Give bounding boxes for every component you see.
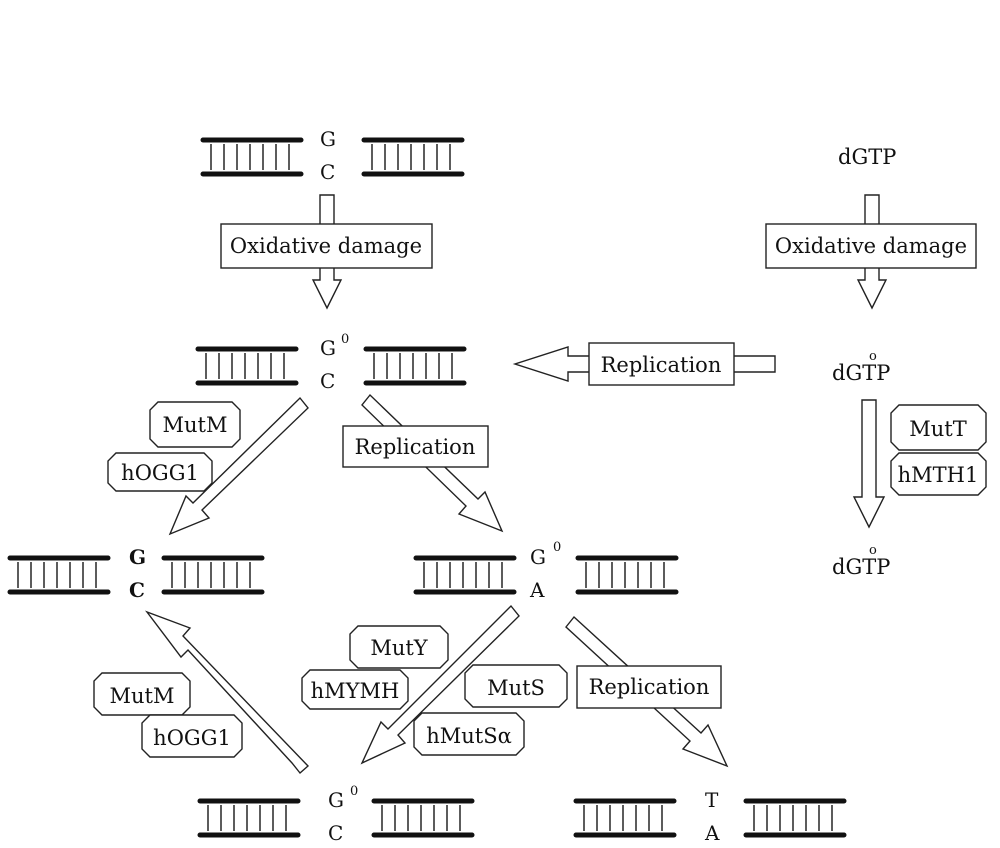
enzyme-mutm-upper: MutM xyxy=(149,401,241,448)
enzyme-muts: MutS xyxy=(464,664,568,708)
enzyme-label: MutM xyxy=(110,684,175,708)
dna-left-segment xyxy=(203,140,301,174)
replication-box-middle: Replication xyxy=(342,425,489,468)
oxidative-damage-box-right: Oxidative damage xyxy=(765,223,977,269)
enzyme-label: MutT xyxy=(909,417,966,441)
enzyme-hmymh: hMYMH xyxy=(301,669,409,710)
arrow-down-dgtp xyxy=(852,399,886,529)
dna-duplex-repaired: G C xyxy=(10,545,262,602)
dna-duplex-oxidized: G 0 C xyxy=(198,332,464,393)
dna-left-segment xyxy=(10,558,108,592)
enzyme-mutt: MutT xyxy=(890,404,987,451)
dna-left-segment xyxy=(576,801,674,835)
base-lower: C xyxy=(328,821,343,845)
replication-label: Replication xyxy=(589,675,710,699)
dgtp-oxidation-mark-2: o xyxy=(869,543,877,558)
dna-duplex-corrected: G 0 C xyxy=(200,784,472,845)
oxidative-damage-label: Oxidative damage xyxy=(775,234,967,258)
dna-left-segment xyxy=(416,558,514,592)
enzyme-label: hMutSα xyxy=(426,724,512,748)
base-lower: A xyxy=(529,578,545,602)
base-lower: C xyxy=(320,160,335,184)
enzyme-label: hMYMH xyxy=(311,679,400,703)
dna-right-segment xyxy=(364,140,462,174)
oxidation-mark: 0 xyxy=(350,784,358,799)
oxidative-damage-box-left: Oxidative damage xyxy=(220,223,433,269)
base-upper: G xyxy=(129,545,146,569)
enzyme-hmutsa: hMutSα xyxy=(413,712,525,756)
oxidation-mark: 0 xyxy=(341,332,349,347)
base-lower: C xyxy=(129,578,145,602)
replication-box-bottom: Replication xyxy=(576,665,722,709)
enzyme-hmth1: hMTH1 xyxy=(890,452,987,496)
base-lower: C xyxy=(320,369,335,393)
base-lower: A xyxy=(704,821,720,845)
dgtp-oxidized-label: dGTP xyxy=(832,361,890,385)
dna-duplex-mispair: G 0 A xyxy=(416,540,676,602)
oxidation-mark: 0 xyxy=(553,540,561,555)
dna-right-segment xyxy=(164,558,262,592)
replication-box-top: Replication xyxy=(588,342,735,386)
base-upper: G xyxy=(530,545,546,569)
base-upper: G xyxy=(320,336,336,360)
base-upper: T xyxy=(705,788,719,812)
dna-duplex-mutated: T A xyxy=(576,788,844,845)
dna-left-segment xyxy=(200,801,298,835)
enzyme-muty: MutY xyxy=(349,625,449,669)
dgtp-oxidation-mark: o xyxy=(869,349,877,364)
arrow-repair-down-left xyxy=(168,396,309,536)
base-upper: G xyxy=(320,127,336,151)
dna-left-segment xyxy=(198,349,296,383)
arrow-repair-up-left xyxy=(144,610,310,775)
replication-label: Replication xyxy=(601,353,722,377)
enzyme-label: hOGG1 xyxy=(153,726,231,750)
base-upper: G xyxy=(328,788,344,812)
dna-right-segment xyxy=(374,801,472,835)
replication-label: Replication xyxy=(355,435,476,459)
dgtp-oxidized-label-2: dGTP xyxy=(832,555,890,579)
enzyme-label: MutM xyxy=(163,413,228,437)
dgtp-label: dGTP xyxy=(838,145,896,169)
enzyme-label: MutS xyxy=(487,676,545,700)
dna-right-segment xyxy=(578,558,676,592)
dna-right-segment xyxy=(746,801,844,835)
enzyme-hogg1-lower: hOGG1 xyxy=(141,714,243,758)
dna-duplex-top: G C xyxy=(203,127,462,184)
enzyme-label: MutY xyxy=(370,636,428,660)
enzyme-label: hOGG1 xyxy=(121,461,199,485)
dna-right-segment xyxy=(366,349,464,383)
oxidative-damage-label: Oxidative damage xyxy=(230,234,422,258)
enzyme-label: hMTH1 xyxy=(898,463,979,487)
arrow-glycosylase-down-left xyxy=(360,604,520,765)
enzyme-mutm-lower: MutM xyxy=(93,672,191,716)
enzyme-hogg1-upper: hOGG1 xyxy=(107,452,213,492)
